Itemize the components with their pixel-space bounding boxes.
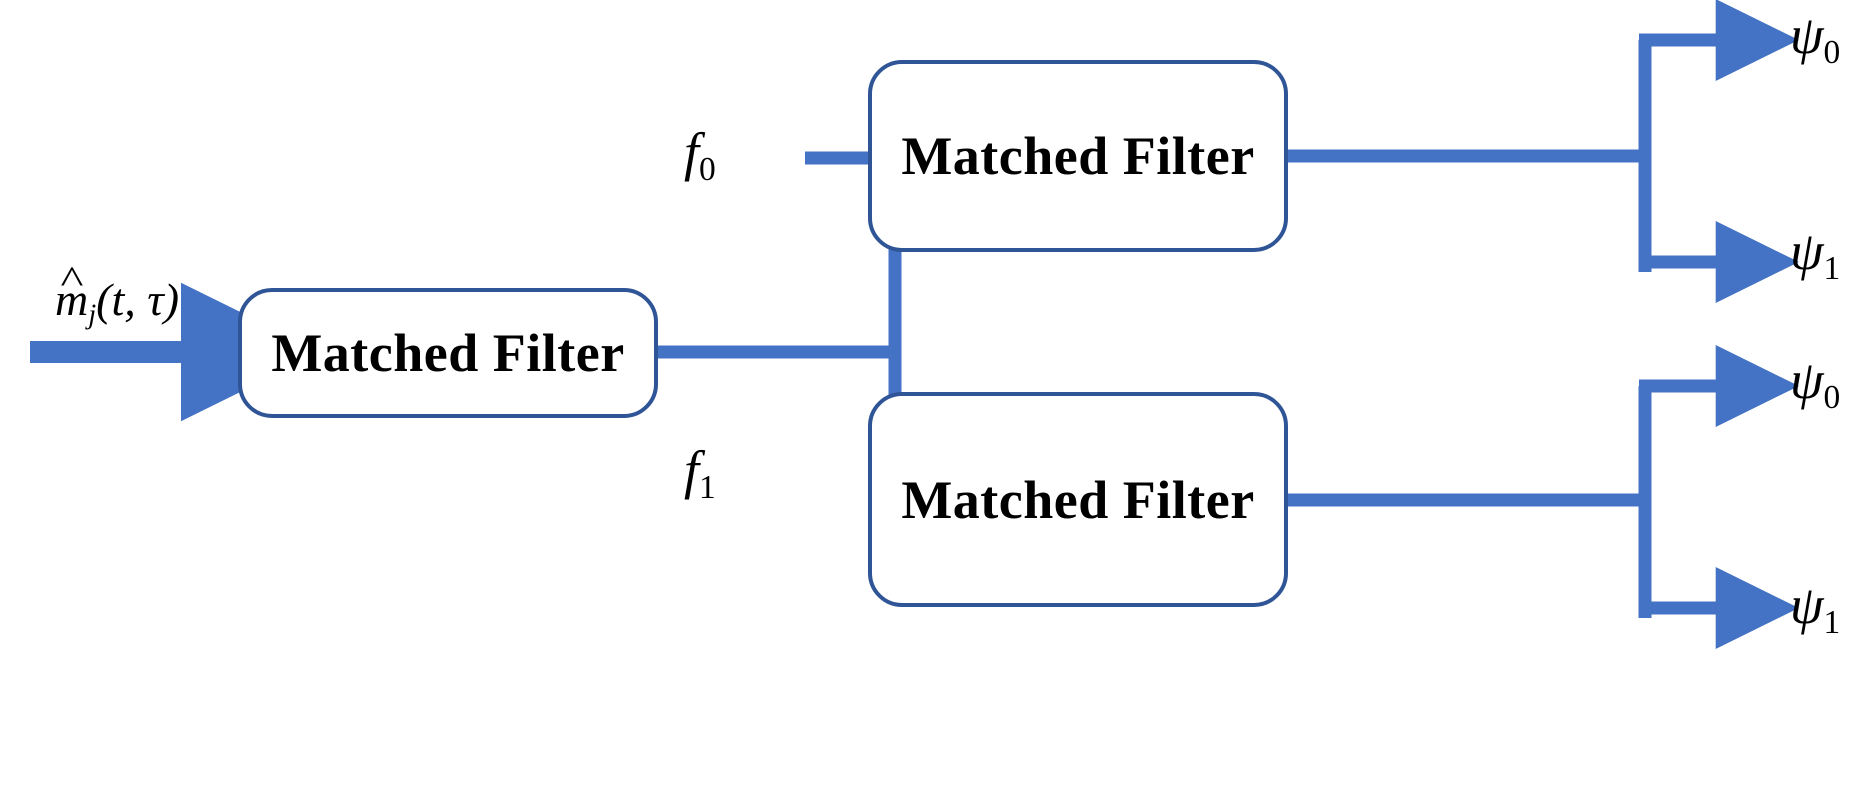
output-subscript: 0 bbox=[1823, 34, 1841, 72]
branch-subscript: 1 bbox=[699, 469, 716, 507]
matched-filter-block-1[interactable]: Matched Filter bbox=[238, 288, 658, 418]
wire-mf3-output-split bbox=[1288, 345, 1799, 649]
matched-filter-block-2[interactable]: Matched Filter bbox=[868, 60, 1288, 252]
output-label-psi1-top: ψ1 bbox=[1790, 224, 1840, 286]
branch-label-f1: f1 bbox=[684, 443, 716, 505]
hat-accent-icon: ^ bbox=[60, 259, 84, 303]
matched-filter-label: Matched Filter bbox=[271, 323, 625, 383]
wire-mf2-output-split bbox=[1288, 0, 1799, 303]
matched-filter-label: Matched Filter bbox=[901, 126, 1255, 186]
matched-filter-block-3[interactable]: Matched Filter bbox=[868, 392, 1288, 607]
branch-base: f bbox=[684, 440, 700, 500]
output-base: ψ bbox=[1790, 575, 1824, 635]
branch-base: f bbox=[684, 122, 700, 182]
output-base: ψ bbox=[1790, 221, 1824, 281]
output-subscript: 1 bbox=[1823, 604, 1841, 642]
input-base: m bbox=[55, 274, 89, 325]
output-label-psi0-top: ψ0 bbox=[1790, 8, 1840, 70]
input-subscript: j bbox=[88, 299, 97, 331]
output-label-psi1-bottom: ψ1 bbox=[1790, 578, 1840, 640]
matched-filter-label: Matched Filter bbox=[901, 469, 1255, 530]
output-subscript: 0 bbox=[1823, 379, 1841, 417]
branch-label-f0: f0 bbox=[684, 125, 716, 187]
input-arguments: (t, τ) bbox=[96, 274, 180, 325]
branch-subscript: 0 bbox=[699, 151, 716, 189]
input-signal-label: ^mj(t, τ) bbox=[55, 261, 180, 331]
output-base: ψ bbox=[1790, 350, 1824, 410]
output-subscript: 1 bbox=[1823, 250, 1841, 288]
output-base: ψ bbox=[1790, 5, 1824, 65]
output-label-psi0-bottom: ψ0 bbox=[1790, 353, 1840, 415]
